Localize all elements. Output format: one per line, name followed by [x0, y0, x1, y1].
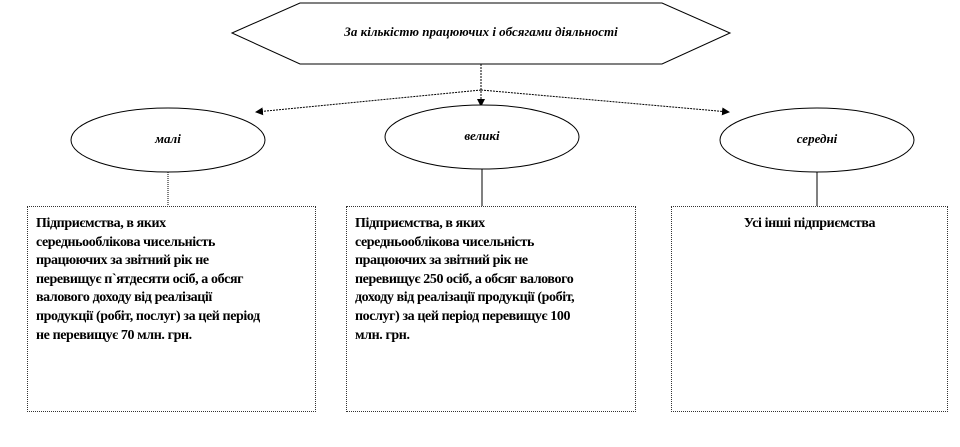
text-line: перевищує 250 осіб, а обсяг валового: [355, 271, 574, 287]
label-small: малі: [155, 131, 181, 146]
text-line: Підприємства, в яких: [36, 216, 166, 231]
text-line: послуг) за цей період перевищує 100: [355, 308, 571, 324]
text-line: млн. грн.: [355, 327, 410, 343]
description-medium: Усі інші підприємства: [671, 206, 948, 412]
label-large: великі: [464, 128, 500, 143]
text-line: доходу від реалізації продукції (робіт,: [355, 290, 575, 306]
text-line: працюючих за звітний рік не: [355, 253, 528, 269]
diagram-title: За кількістю працюючих і обсягами діяльн…: [344, 24, 618, 39]
title-hexagon: [230, 2, 732, 65]
text-line: Підприємства, в яких: [355, 216, 485, 231]
text-line: не перевищує 70 млн. грн.: [36, 327, 192, 343]
text-line: перевищує п`ятдесяти осіб, а обсяг: [36, 271, 244, 287]
arrow-to-small: [255, 89, 482, 116]
text-line: середньооблікова чисельність: [36, 234, 216, 250]
text-line: середньооблікова чисельність: [355, 234, 535, 250]
text-line: продукції (робіт, послуг) за цей період: [36, 308, 260, 324]
description-large: Підприємства, в яких середньооблікова чи…: [346, 206, 636, 412]
text-line: працюючих за звітний рік не: [36, 253, 209, 269]
label-medium: середні: [796, 131, 838, 146]
text-line: Усі інші підприємства: [743, 216, 876, 231]
text-line: валового доходу від реалізації: [36, 290, 212, 306]
description-small: Підприємства, в яких середньооблікова чи…: [27, 206, 316, 412]
arrow-to-medium: [480, 89, 730, 116]
